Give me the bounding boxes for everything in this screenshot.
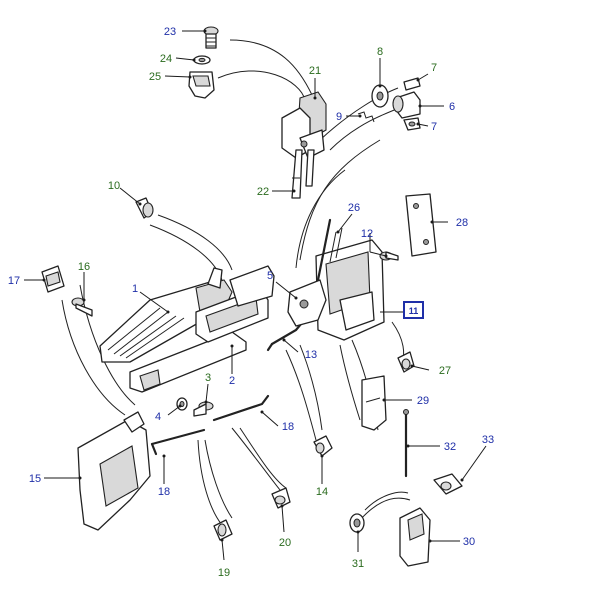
clip-20: [271, 487, 291, 509]
callout-5: 5: [267, 270, 273, 282]
callout-17: 17: [8, 275, 20, 287]
callout-12: 12: [361, 228, 373, 240]
actuator-21: [281, 91, 327, 159]
callout-15: 15: [29, 473, 41, 485]
callout-27: 27: [439, 365, 451, 377]
callout-7b: 7: [431, 121, 437, 133]
reference-box-label: 11: [409, 306, 419, 316]
screw-12: [379, 251, 399, 261]
callout-31: 31: [352, 558, 364, 570]
callout-13: 13: [305, 349, 317, 361]
callout-25: 25: [149, 71, 161, 83]
callout-22: 22: [257, 186, 269, 198]
callout-19: 19: [218, 567, 230, 579]
clip-14: [313, 435, 333, 457]
washer-8: [371, 84, 389, 108]
callout-8: 8: [377, 46, 383, 58]
callout-16: 16: [78, 261, 90, 273]
grommet-31: [349, 513, 365, 533]
callout-2: 2: [229, 375, 235, 387]
callout-18b: 18: [282, 421, 294, 433]
callout-28: 28: [456, 217, 468, 229]
callout-23: 23: [164, 26, 176, 38]
callout-32: 32: [444, 441, 456, 453]
callout-30: 30: [463, 536, 475, 548]
leader-lines: [24, 29, 487, 561]
callout-1: 1: [132, 283, 138, 295]
inner-handle-15: [77, 411, 151, 531]
lock-barrel-6: [392, 91, 421, 119]
cap-17: [41, 265, 65, 293]
callout-24: 24: [160, 53, 172, 65]
callout-10: 10: [108, 180, 120, 192]
rod-32: [403, 409, 409, 478]
reference-box-11[interactable]: 11: [403, 301, 424, 319]
clip-33: [433, 473, 463, 495]
actuator-30: [399, 507, 431, 567]
washer-24: [193, 55, 211, 65]
callout-33: 33: [482, 434, 494, 446]
latch-assembly: [287, 218, 385, 341]
callout-14: 14: [316, 486, 328, 498]
bracket-28: [405, 193, 437, 257]
spring-9: [357, 111, 375, 123]
handle-1: [99, 267, 233, 363]
washer-4: [176, 397, 188, 411]
screw-10: [135, 197, 154, 219]
handle-frame: [195, 265, 275, 343]
rod-22: [291, 149, 315, 199]
callout-3: 3: [205, 372, 211, 384]
clip-19: [213, 519, 233, 541]
callout-9: 9: [336, 111, 342, 123]
clip-7b: [403, 117, 421, 131]
bracket-29: [361, 375, 387, 431]
callout-6: 6: [449, 101, 455, 113]
screw-3: [193, 401, 214, 417]
callout-29: 29: [417, 395, 429, 407]
callout-7a: 7: [431, 62, 437, 74]
clip-25: [188, 71, 215, 99]
callout-4: 4: [155, 411, 161, 423]
rod-18a: [150, 428, 206, 456]
callout-26: 26: [348, 202, 360, 214]
callout-21: 21: [309, 65, 321, 77]
rod-18b: [212, 394, 270, 422]
screw-16: [71, 297, 93, 317]
clip-7a: [403, 77, 421, 91]
callout-18a: 18: [158, 486, 170, 498]
callout-20: 20: [279, 537, 291, 549]
clip-27: [397, 351, 415, 373]
callout-labels: 23 24 25 21 22 8 7 6 7 9 10 26 12 28 5 1…: [8, 26, 494, 579]
